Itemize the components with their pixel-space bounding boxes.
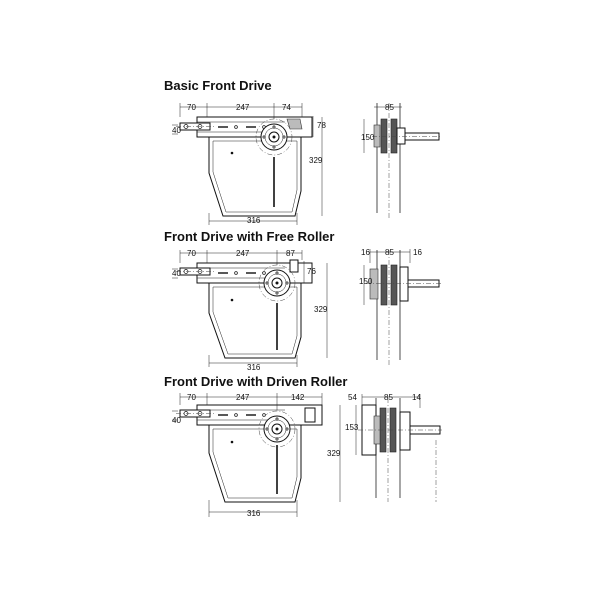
end-dimensions: 54 85 14 153 <box>345 393 421 455</box>
end-view <box>366 250 441 365</box>
end-dim-top: 85 <box>385 103 394 112</box>
dim-right-top: 87 <box>286 249 295 258</box>
dim-247: 247 <box>236 103 250 112</box>
dim-width: 316 <box>247 509 261 518</box>
dim-40: 40 <box>172 269 181 278</box>
end-dim-side: 150 <box>359 277 373 286</box>
end-view <box>372 103 441 220</box>
end-dim-side: 153 <box>345 423 359 432</box>
dim-70: 70 <box>187 103 196 112</box>
side-view <box>176 116 313 217</box>
end-dim-side: 150 <box>361 133 375 142</box>
side-dimensions: 70 247 74 40 78 329 316 <box>172 103 326 225</box>
end-dimensions: 85 150 <box>361 103 402 153</box>
dim-right-top: 142 <box>291 393 305 402</box>
side-view <box>176 259 313 359</box>
end-dim-top: 85 <box>385 248 394 257</box>
dim-right-side: 78 <box>317 121 326 130</box>
end-view <box>358 398 442 502</box>
top-rail <box>196 404 323 426</box>
side-plate <box>208 136 302 217</box>
end-dim-top: 85 <box>384 393 393 402</box>
basic-front-drive-drawing: 70 247 74 40 78 329 316 85 150 <box>172 103 441 225</box>
dim-width: 316 <box>247 363 261 372</box>
dim-40: 40 <box>172 416 181 425</box>
side-view <box>176 404 323 503</box>
dim-height: 329 <box>309 156 323 165</box>
end-dim-left: 16 <box>361 248 370 257</box>
section-title-basic-front-drive: Basic Front Drive <box>164 78 272 93</box>
dim-40: 40 <box>172 126 181 135</box>
dim-247: 247 <box>236 393 250 402</box>
side-plate <box>208 424 302 503</box>
section-title-driven-roller: Front Drive with Driven Roller <box>164 374 348 389</box>
end-dim-left: 54 <box>348 393 357 402</box>
side-dimensions: 70 247 87 40 76 329 316 <box>172 249 328 372</box>
end-dim-right: 16 <box>413 248 422 257</box>
dim-70: 70 <box>187 249 196 258</box>
driven-roller-drawing: 70 247 142 40 329 316 54 85 14 153 <box>172 393 442 518</box>
side-dimensions: 70 247 142 40 329 316 <box>172 393 341 518</box>
dim-right-side: 76 <box>307 267 316 276</box>
dim-247: 247 <box>236 249 250 258</box>
dim-width: 316 <box>247 216 261 225</box>
end-dim-right: 14 <box>412 393 421 402</box>
end-dimensions: 16 85 16 150 <box>359 248 422 305</box>
dim-right-top: 74 <box>282 103 291 112</box>
side-plate <box>208 282 302 359</box>
section-title-free-roller: Front Drive with Free Roller <box>164 229 335 244</box>
free-roller-drawing: 70 247 87 40 76 329 316 16 85 16 150 <box>172 248 441 372</box>
dim-height: 329 <box>314 305 328 314</box>
dim-height: 329 <box>327 449 341 458</box>
dim-70: 70 <box>187 393 196 402</box>
